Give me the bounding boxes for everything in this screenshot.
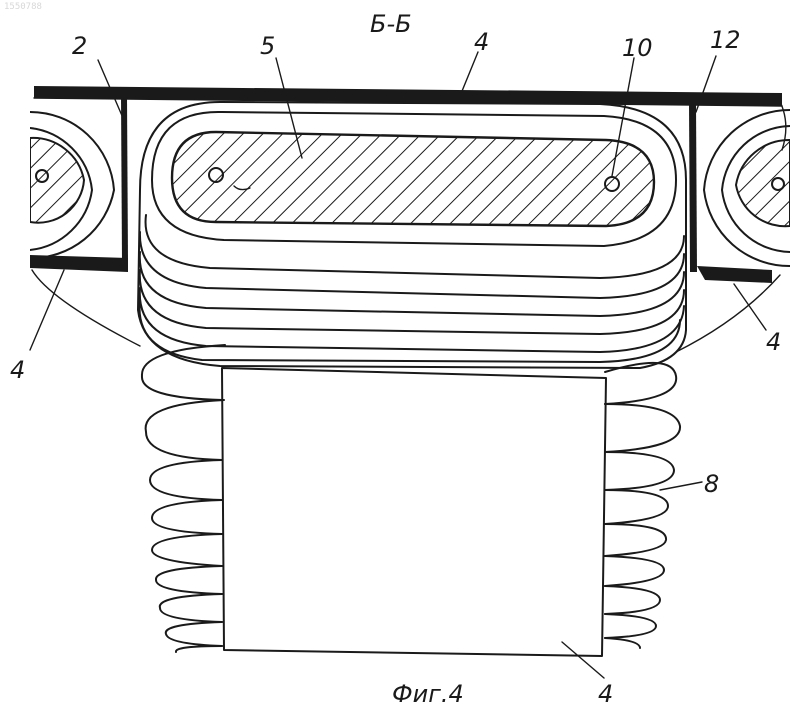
core-block xyxy=(222,368,606,656)
callout-12: 12 xyxy=(710,26,741,54)
callout-4-left: 4 xyxy=(10,356,25,384)
left-side-section xyxy=(30,96,140,346)
callout-10: 10 xyxy=(622,34,653,62)
callout-4-bottom: 4 xyxy=(598,680,613,708)
figure-caption: Фиг.4 xyxy=(392,680,464,708)
lower-winding-left xyxy=(142,345,225,652)
callout-5: 5 xyxy=(260,32,275,60)
callout-4-right: 4 xyxy=(766,328,781,356)
callout-4-top: 4 xyxy=(474,28,489,56)
callout-2: 2 xyxy=(72,32,87,60)
callout-8: 8 xyxy=(704,470,719,498)
section-label: Б-Б xyxy=(370,10,412,38)
hatched-bar xyxy=(172,132,654,226)
right-side-section xyxy=(676,94,790,352)
lower-winding-right xyxy=(605,363,680,648)
